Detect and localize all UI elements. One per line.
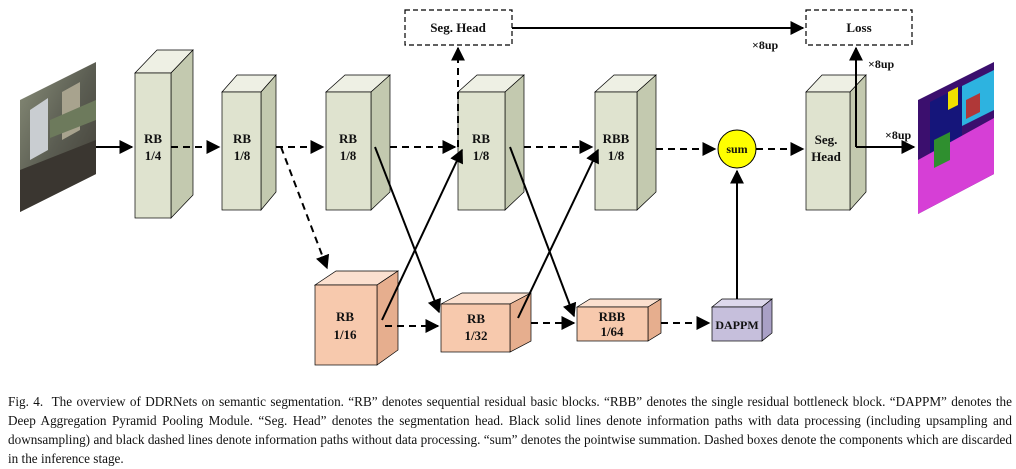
block-rb-1-4: RB 1/4: [134, 49, 194, 219]
seg-head-main-line2: Head: [811, 149, 841, 164]
block-rb-1-16-scale: 1/16: [333, 327, 357, 342]
upsample-label-output: ×8up: [885, 128, 912, 142]
block-rb-1-8-a-name: RB: [233, 131, 251, 146]
dappm-label: DAPPM: [715, 318, 758, 332]
block-rbb-1-8-name: RBB: [603, 131, 630, 146]
block-rb-1-32: RB 1/32: [440, 292, 532, 353]
block-rb-1-8-c-name: RB: [472, 131, 490, 146]
block-rb-1-4-name: RB: [144, 131, 162, 146]
block-rb-1-4-scale: 1/4: [145, 148, 162, 163]
arrow-rb-1-8-c-to-rbb-1-64: [509, 146, 577, 318]
sum-label: sum: [726, 142, 747, 156]
arrows: [96, 21, 916, 333]
block-rb-1-8-b-name: RB: [339, 131, 357, 146]
figure-caption: Fig. 4. The overview of DDRNets on seman…: [8, 392, 1012, 468]
arrow-rb-1-8-b-to-rb-1-32: [374, 146, 441, 314]
input-image: [20, 62, 96, 212]
arrow-rb-1-8-a-to-rb-1-16: [280, 146, 330, 270]
block-rbb-1-8-scale: 1/8: [608, 148, 625, 163]
module-dappm: DAPPM: [711, 298, 773, 342]
output-segmentation-image: [918, 62, 994, 214]
caption-fig-label: Fig. 4.: [8, 394, 44, 409]
upsample-label-aux: ×8up: [752, 38, 779, 52]
block-rb-1-16-name: RB: [336, 309, 354, 324]
block-rb-1-8-b-scale: 1/8: [340, 148, 357, 163]
seg-head-aux-box: Seg. Head: [404, 9, 513, 46]
loss-box: Loss: [805, 9, 913, 46]
block-rb-1-16: RB 1/16: [313, 270, 400, 366]
block-rb-1-8-b: RB 1/8: [325, 74, 391, 211]
block-rb-1-8-a-scale: 1/8: [234, 148, 251, 163]
block-rbb-1-64: RBB 1/64: [575, 298, 663, 342]
caption-text: The overview of DDRNets on semantic segm…: [8, 394, 1012, 466]
arrow-rb-1-32-to-rbb-1-8: [517, 148, 599, 319]
block-rb-1-32-scale: 1/32: [464, 328, 487, 343]
seg-head-main-line1: Seg.: [815, 132, 838, 147]
block-rbb-1-8: RBB 1/8: [594, 74, 657, 211]
block-rb-1-8-c: RB 1/8: [457, 74, 525, 211]
seg-head-aux-label: Seg. Head: [430, 20, 486, 35]
block-rb-1-32-name: RB: [467, 311, 485, 326]
upsample-label-loss: ×8up: [868, 57, 895, 71]
block-rb-1-8-a: RB 1/8: [221, 74, 277, 211]
block-rb-1-8-c-scale: 1/8: [473, 148, 490, 163]
watermark: 知乎 @粉小可爱: [807, 336, 968, 361]
module-sum: sum: [717, 129, 757, 169]
block-seg-head-main: Seg. Head: [805, 74, 867, 211]
block-rbb-1-64-scale: 1/64: [600, 324, 624, 339]
arrow-rb-1-16-to-rb-1-8-c: [381, 148, 463, 321]
block-rbb-1-64-name: RBB: [599, 309, 626, 324]
loss-label: Loss: [846, 20, 871, 35]
